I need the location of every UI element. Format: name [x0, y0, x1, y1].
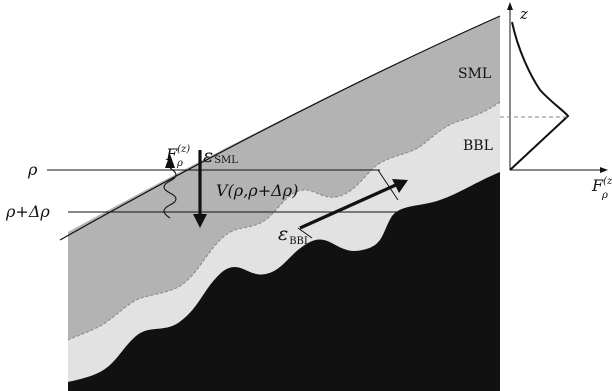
axis-z-label: z — [519, 5, 528, 23]
axis-z-arrow-icon — [507, 2, 513, 10]
axis-f-arrow-icon — [600, 167, 608, 173]
eps-sml-arrow-head — [193, 214, 207, 228]
rho-label: ρ — [27, 160, 38, 179]
isopycnal-connector-right — [377, 169, 399, 201]
eps-bbl-arrow-shaft — [299, 182, 399, 230]
flux-label: F(z) — [165, 144, 190, 164]
eps-sml-label: εSML — [203, 145, 238, 167]
eps-bbl-label: εBBL — [278, 223, 311, 247]
sea-surface — [59, 15, 501, 241]
isopycnal-connector-left — [297, 227, 313, 239]
bbl-edge-dashed — [67, 101, 501, 341]
sml-label: SML — [458, 66, 491, 82]
seafloor — [68, 172, 500, 391]
rho-plus-delta-label: ρ+Δρ — [5, 202, 50, 221]
bbl-label: BBL — [463, 138, 493, 154]
flux-subscript: ρ — [176, 158, 183, 169]
flux-arrow-head — [165, 154, 175, 168]
flux-profile-curve — [509, 21, 570, 171]
axis-f-subscript: ρ — [601, 190, 608, 201]
flux-wavy-line — [163, 167, 177, 219]
volume-label: V(ρ,ρ+Δρ) — [216, 181, 298, 200]
axis-f-label: F(z — [591, 176, 612, 195]
eps-bbl-arrow-head — [392, 179, 408, 193]
